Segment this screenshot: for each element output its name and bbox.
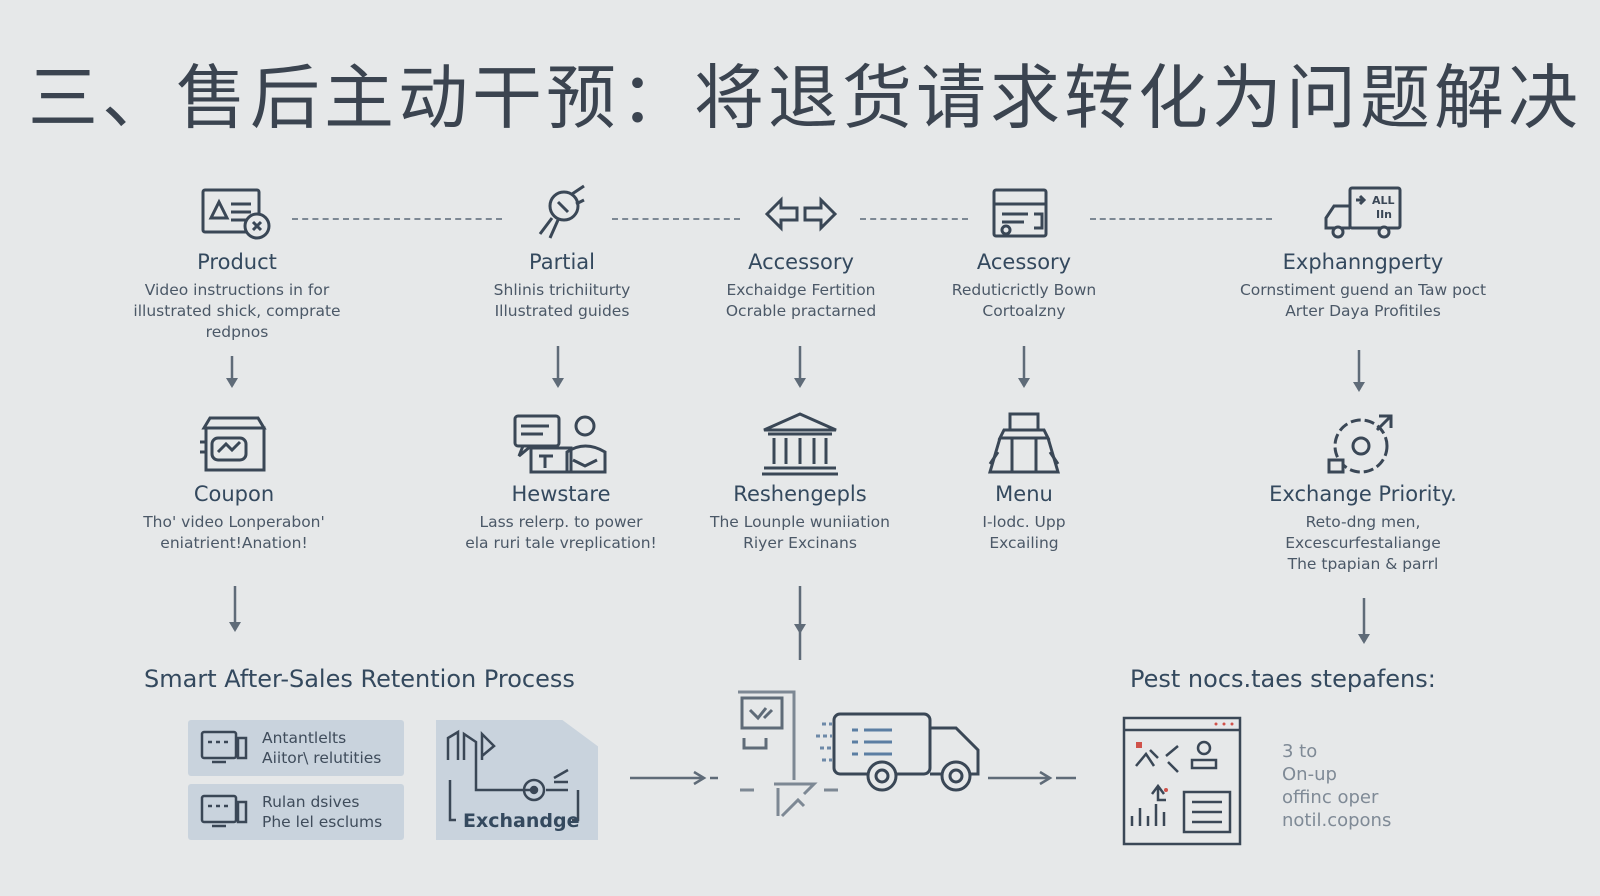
dashboard-report-icon bbox=[1122, 716, 1242, 846]
coupon-box-icon bbox=[200, 416, 267, 472]
step-desc: Cornstiment guend an Taw poct Arter Daya… bbox=[1239, 281, 1487, 320]
step-desc: Tho' video Lonperabon' eniatrient!Anatio… bbox=[143, 513, 325, 552]
package-icon bbox=[992, 188, 1048, 238]
product-card-icon bbox=[201, 188, 271, 240]
connector-dash bbox=[612, 218, 740, 220]
step-accessory: Accessory Exchaidge Fertition Ocrable pr… bbox=[641, 184, 961, 322]
shipping-truck-icon bbox=[738, 690, 980, 818]
card-text: Antantlelts Aiitor\ relutities bbox=[262, 729, 382, 767]
exchange-diagram-icon bbox=[446, 729, 580, 822]
connector-dash bbox=[1090, 218, 1272, 220]
bank-building-icon bbox=[762, 412, 838, 476]
card-text: Rulan dsives Phe lel esclums bbox=[262, 793, 383, 831]
step-label: Partial bbox=[529, 250, 595, 274]
step-label: Accessory bbox=[748, 250, 854, 274]
step-exphanngperty: ALL IIn Exphanngperty Cornstiment guend … bbox=[1203, 184, 1523, 322]
gear-disc-icon bbox=[1327, 414, 1393, 474]
step-label: Acessory bbox=[976, 250, 1072, 274]
step-label: Reshengepls bbox=[733, 482, 867, 506]
step-hewstare: Hewstare Lass relerp. to power ela ruri … bbox=[401, 412, 721, 554]
svg-text:IIn: IIn bbox=[1376, 208, 1392, 221]
section-right-title: Pest nocs.taes stepafens: bbox=[1130, 665, 1436, 693]
side-note: 3 to On-up offinc oper notil.copons bbox=[1282, 741, 1392, 831]
section-left-title: Smart After-Sales Retention Process bbox=[144, 665, 575, 693]
arrow-down-icon bbox=[1353, 350, 1365, 392]
person-icon bbox=[987, 412, 1061, 474]
step-desc: Reduticrictly Bown Cortoalzny bbox=[951, 281, 1097, 320]
info-card: Rulan dsives Phe lel esclums bbox=[188, 784, 404, 840]
arrow-down-icon bbox=[229, 586, 241, 632]
arrow-down-icon bbox=[794, 346, 806, 388]
page-title: 三、售后主动干预：将退货请求转化为问题解决 bbox=[28, 57, 1582, 139]
step-label: Product bbox=[197, 250, 277, 274]
step-label: Coupon bbox=[193, 482, 275, 506]
step-desc: Lass relerp. to power ela ruri tale vrep… bbox=[465, 513, 657, 552]
arrow-right-icon bbox=[988, 770, 1076, 786]
svg-text:ALL: ALL bbox=[1372, 194, 1395, 207]
delivery-truck-icon: ALL IIn bbox=[1324, 186, 1402, 239]
connector-dash bbox=[292, 218, 502, 220]
exchange-arrows-icon bbox=[764, 196, 838, 232]
step-menu: Menu I-lodc. Upp Excailing bbox=[864, 412, 1184, 554]
monitor-icon bbox=[200, 730, 248, 764]
exchange-label: Exchandge bbox=[463, 810, 580, 832]
step-desc: Reto-dng men, Excescurfestaliange The tp… bbox=[1285, 513, 1441, 573]
arrow-down-icon bbox=[1018, 346, 1030, 388]
step-exchange-priority: Exchange Priority. Reto-dng men, Excescu… bbox=[1203, 412, 1523, 575]
monitor-icon bbox=[200, 794, 248, 828]
connector-dash bbox=[860, 218, 968, 220]
step-partial: Partial Shlinis trichiiturty Illustrated… bbox=[402, 184, 722, 322]
step-label: Exchange Priority. bbox=[1269, 482, 1457, 506]
info-card: Antantlelts Aiitor\ relutities bbox=[188, 720, 404, 776]
step-reshengepls: Reshengepls The Lounple wuniiation Riyer… bbox=[640, 412, 960, 554]
step-acessory: Acessory Reduticrictly Bown Cortoalzny bbox=[864, 184, 1184, 322]
chat-support-icon bbox=[513, 414, 607, 474]
arrow-down-icon bbox=[1358, 598, 1370, 644]
step-desc: I-lodc. Upp Excailing bbox=[982, 513, 1066, 552]
step-label: Exphanngperty bbox=[1282, 250, 1444, 274]
step-desc: The Lounple wuniiation Riyer Excinans bbox=[710, 513, 890, 552]
step-label: Menu bbox=[995, 482, 1053, 506]
arrow-right-icon bbox=[630, 770, 718, 786]
partial-tool-icon bbox=[538, 184, 585, 239]
step-desc: Exchaidge Fertition Ocrable practarned bbox=[725, 281, 877, 320]
arrow-down-icon bbox=[552, 346, 564, 388]
step-label: Hewstare bbox=[511, 482, 611, 506]
step-desc: Shlinis trichiiturty Illustrated guides bbox=[493, 281, 631, 320]
step-desc: Video instructions in for illustrated sh… bbox=[133, 281, 341, 341]
arrow-down-icon bbox=[794, 586, 806, 660]
step-coupon: Coupon Tho' video Lonperabon' eniatrient… bbox=[74, 412, 394, 554]
arrow-down-icon bbox=[226, 356, 238, 388]
step-product: Product Video instructions in for illust… bbox=[77, 184, 397, 343]
